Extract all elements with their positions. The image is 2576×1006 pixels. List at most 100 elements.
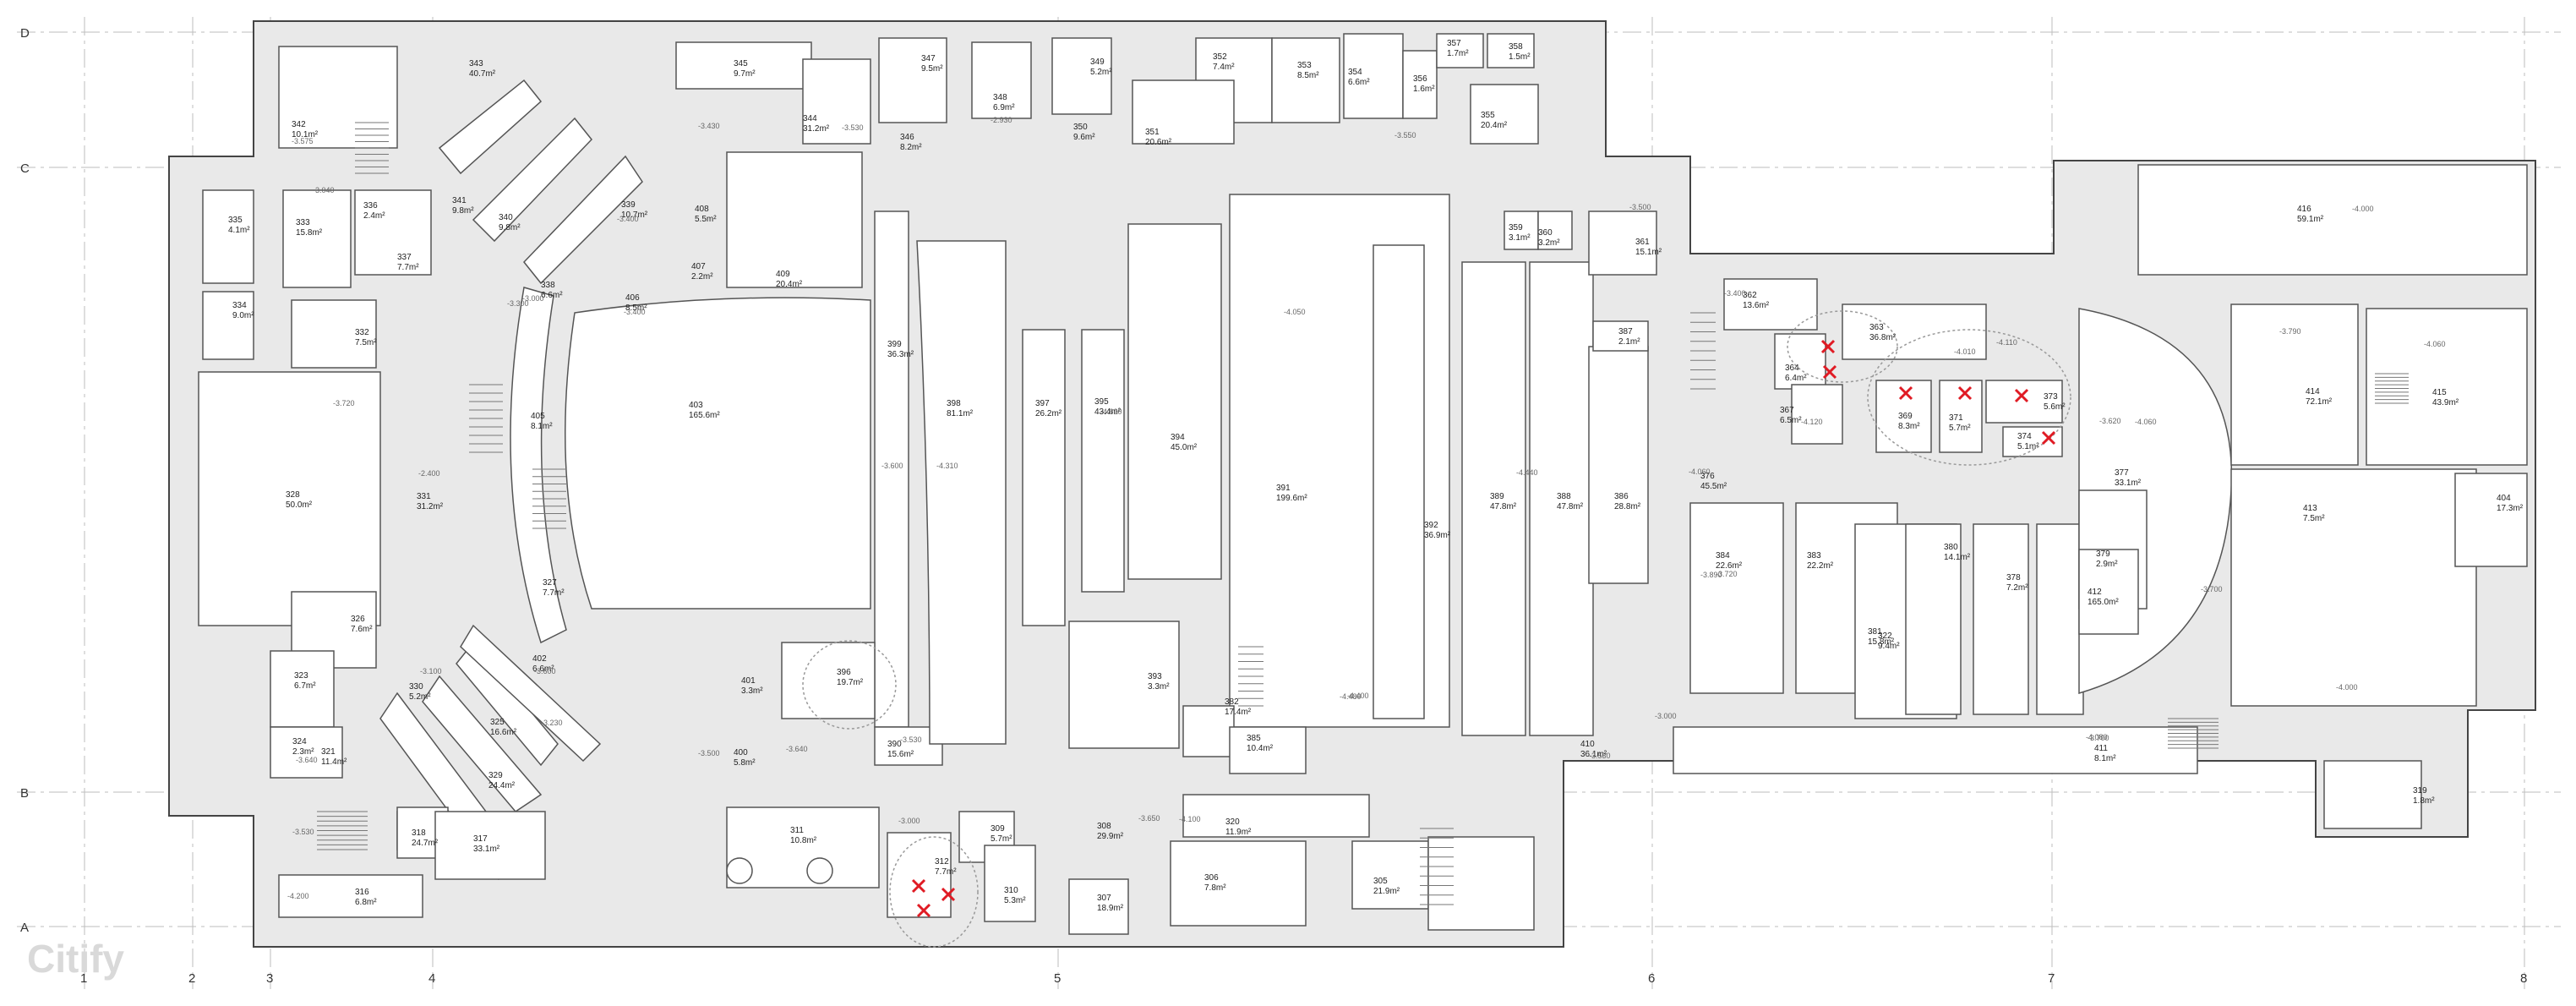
room-number: 367 [1780,406,1794,415]
room-number: 395 [1094,397,1109,407]
room-shape [565,297,871,610]
revision-cloud [1787,310,1898,383]
room-number: 359 [1509,223,1523,232]
room-number: 376 [1700,472,1715,481]
level-label: -3.100 [420,667,442,675]
room-number: 380 [1944,543,1958,552]
room-shape [2036,523,2084,715]
level-label: -3.230 [541,719,563,727]
room-area: 1.6m² [1413,85,1435,94]
grid-column-label: 6 [1648,971,1655,986]
room-area: 19.7m² [837,678,864,687]
room-shape [1343,33,1404,119]
room-number: 360 [1538,228,1553,238]
room-shape [1537,210,1573,250]
level-label: -4.080 [2086,733,2108,741]
room-number: 316 [355,888,369,897]
room-area: 26.2m² [1035,409,1062,418]
grid-row-label: A [20,921,29,935]
grid-column-label: 1 [80,971,87,986]
revision-cloud [802,640,897,730]
room-shape [434,811,546,880]
room-shape [1939,380,1983,453]
room-number: 327 [543,578,557,588]
room-number: 322 [1878,631,1892,641]
room-number: 413 [2303,504,2317,513]
room-shape [270,726,343,779]
room-number: 384 [1716,551,1730,560]
room-area: 9.4m² [1878,642,1900,651]
level-label: -3.000 [1655,712,1677,720]
level-label: -3.600 [881,462,903,470]
room-area: 36.1m² [1580,750,1607,759]
room-area: 33.1m² [473,845,500,854]
hazard-x-marker [1820,339,1836,354]
room-number: 378 [2006,573,2021,582]
hazard-x-marker [2014,388,2029,403]
room-area: 6.4m² [1785,374,1807,383]
room-shape [2137,164,2528,276]
room-shape [1723,278,1818,331]
room-number: 362 [1743,291,1757,300]
level-label: -3.500 [1629,203,1651,211]
room-area: 2.4m² [363,211,385,221]
room-number: 312 [935,857,949,867]
room-area: 17.3m² [2497,504,2524,513]
room-number: 374 [2017,432,2032,441]
room-shape [887,832,952,918]
level-label: -3.530 [1589,752,1611,760]
room-shape [1373,244,1425,719]
room-shape [1973,523,2029,715]
room-shape [1170,840,1307,927]
room-area: 47.8m² [1557,502,1584,511]
level-label: -4.440 [1516,468,1538,477]
room-area: 43.4m² [1094,407,1122,417]
room-area: 9.8m² [452,206,474,216]
room-number: 348 [993,93,1007,102]
room-number: 398 [947,399,961,408]
room-number: 400 [734,748,748,757]
room-area: 3.3m² [741,686,763,696]
level-label: -3.530 [842,123,864,132]
room-area: 3.3m² [1148,682,1170,692]
grid-column-label: 3 [266,971,273,986]
room-area: 7.7m² [397,263,419,272]
room-shape [874,726,943,766]
room-number: 323 [294,671,308,681]
room-area: 59.1m² [2297,215,2324,224]
room-area: 7.5m² [355,338,377,347]
room-area: 9.8m² [499,223,521,232]
room-area: 5.3m² [1004,896,1026,905]
room-shape [1229,726,1307,774]
room-area: 2.3m² [292,747,314,757]
room-number: 326 [351,615,365,624]
room-area: 15.8m² [1868,637,1895,647]
room-number: 382 [1225,697,1239,707]
room-area: 9.7m² [734,69,756,79]
hazard-x-marker [911,878,926,894]
room-shape [460,624,602,763]
